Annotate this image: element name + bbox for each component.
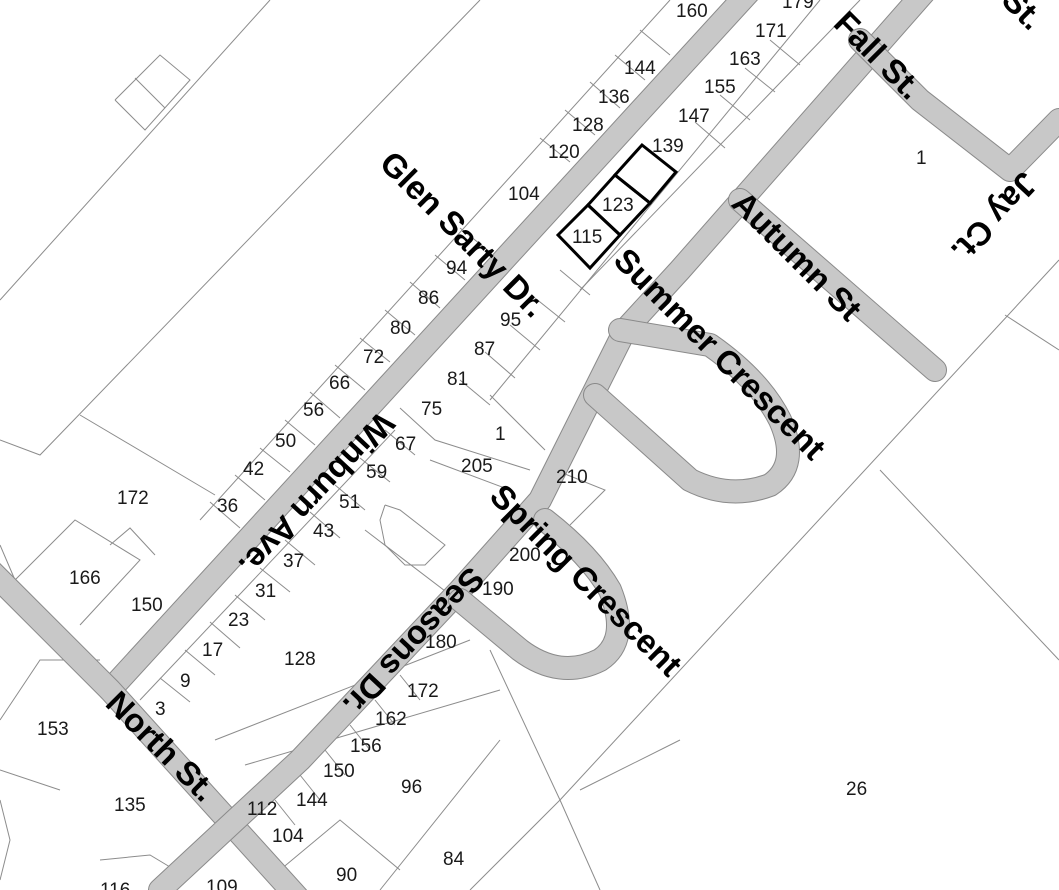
lot-number: 136 — [598, 87, 630, 108]
lot-number: 67 — [395, 434, 416, 455]
lot-number: 3 — [155, 699, 166, 720]
lot-number: 1 — [916, 148, 927, 169]
lot-number: 80 — [390, 318, 411, 339]
lot-number: 135 — [114, 795, 146, 816]
street-label-autumn: Autumn St — [725, 184, 869, 328]
lot-number: 144 — [296, 790, 328, 811]
lot-number: 172 — [407, 681, 439, 702]
lot-number: 172 — [117, 488, 149, 509]
lot-number: 109 — [206, 877, 238, 890]
lot-number: 75 — [421, 399, 442, 420]
lot-number: 150 — [323, 761, 355, 782]
lot-number: 36 — [217, 496, 238, 517]
lot-number: 156 — [350, 736, 382, 757]
lot-number: 104 — [272, 826, 304, 847]
lot-number: 160 — [676, 1, 708, 22]
lot-number: 162 — [375, 709, 407, 730]
lot-number: 1 — [495, 424, 506, 445]
lot-number: 150 — [131, 595, 163, 616]
lot-number: 144 — [624, 58, 656, 79]
lot-number: 51 — [339, 492, 360, 513]
lot-number: 205 — [461, 456, 493, 477]
lot-number: 9 — [180, 671, 191, 692]
lot-number: 96 — [401, 777, 422, 798]
lot-number: 210 — [556, 467, 588, 488]
lot-number: 147 — [678, 106, 710, 127]
lot-number: 95 — [500, 310, 521, 331]
highlight-lot-139[interactable] — [612, 142, 679, 206]
lot-number: 87 — [474, 339, 495, 360]
lot-number: 72 — [363, 347, 384, 368]
lot-number: 104 — [508, 184, 540, 205]
lot-number: 123 — [602, 195, 634, 216]
lot-number: 26 — [846, 779, 867, 800]
lot-number: 90 — [336, 865, 357, 886]
lot-number: 139 — [652, 136, 684, 157]
lot-number: 66 — [329, 373, 350, 394]
lot-number: 115 — [572, 227, 602, 248]
lot-number: 190 — [482, 579, 514, 600]
street-label-partial: St. — [995, 0, 1051, 37]
lot-number: 50 — [275, 431, 296, 452]
lot-number: 43 — [313, 521, 334, 542]
lot-number: 153 — [37, 719, 69, 740]
lot-number: 56 — [303, 400, 324, 421]
lot-number: 155 — [704, 77, 736, 98]
lot-number: 128 — [572, 115, 604, 136]
lot-number: 180 — [425, 632, 457, 653]
lot-number: 23 — [228, 610, 249, 631]
lot-number: 166 — [69, 568, 101, 589]
lot-number: 94 — [446, 258, 468, 279]
highlighted-lots — [555, 142, 679, 271]
lot-numbers: 160 179 171 163 155 147 139 144 136 128 … — [37, 0, 927, 890]
lot-number: 163 — [729, 49, 761, 70]
lot-number: 86 — [418, 288, 439, 309]
lot-number: 120 — [548, 142, 580, 163]
lot-number: 84 — [443, 849, 465, 870]
street-label-jay: Jay Ct. — [944, 165, 1045, 269]
lot-number: 200 — [509, 545, 541, 566]
lot-number: 128 — [284, 649, 316, 670]
lot-number: 59 — [366, 462, 387, 483]
lot-number: 31 — [255, 581, 276, 602]
lot-number: 112 — [247, 799, 277, 820]
lot-number: 179 — [782, 0, 814, 13]
street-label-winburn: Winburn Ave. — [232, 405, 402, 584]
lot-number: 37 — [283, 551, 304, 572]
lot-number: 42 — [243, 459, 264, 480]
lot-number: 116 — [100, 880, 130, 890]
lot-number: 81 — [447, 369, 468, 390]
lot-number: 171 — [755, 21, 787, 42]
lot-number: 17 — [202, 640, 223, 661]
